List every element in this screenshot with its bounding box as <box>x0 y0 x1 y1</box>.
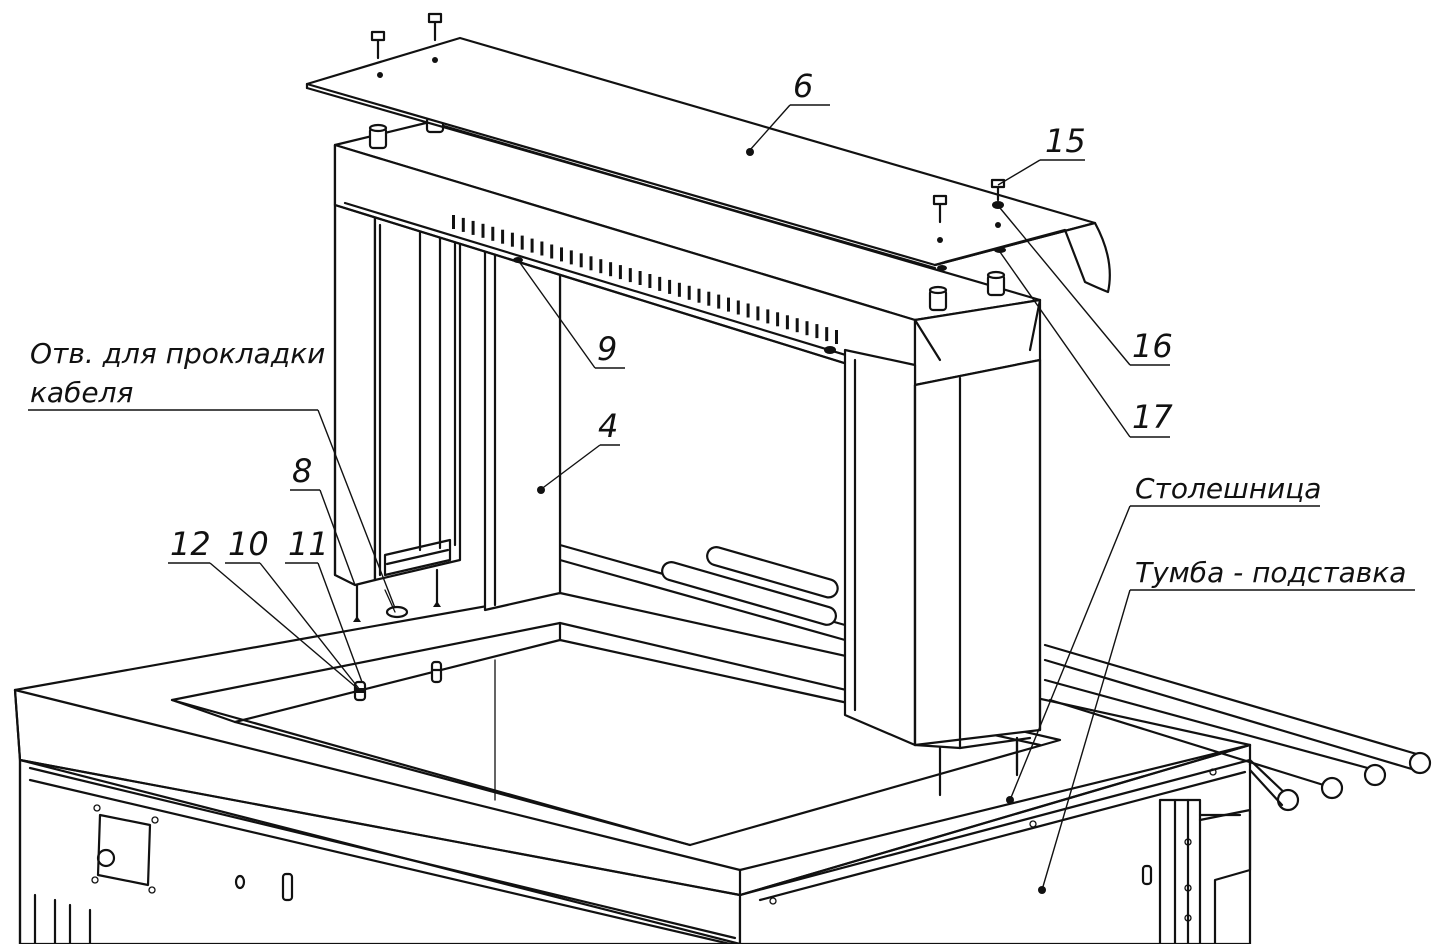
vent-slot <box>727 297 730 312</box>
callout-12: 12 <box>170 525 211 563</box>
vent-slot <box>825 327 829 342</box>
vent-slot <box>648 274 652 288</box>
callout-9: 9 <box>597 330 617 368</box>
vent-slot <box>628 268 632 283</box>
labels: 6 15 16 17 9 4 8 12 10 11 Отв. для прокл… <box>30 67 1406 589</box>
callout-8: 8 <box>292 452 312 490</box>
stand-body <box>18 758 1252 944</box>
vent-slot <box>609 262 613 277</box>
vent-slot <box>736 300 740 315</box>
vent-slot <box>569 250 573 265</box>
vent-slot <box>658 276 662 291</box>
vent-slot <box>618 265 622 280</box>
vent-slot <box>599 259 603 274</box>
vent-slot <box>501 229 505 244</box>
right-column <box>843 348 1042 797</box>
vent-slot <box>707 291 711 306</box>
callout-6: 6 <box>793 67 813 105</box>
cable-hole-label-line1: Отв. для прокладки <box>30 337 325 370</box>
vent-slot <box>805 321 809 336</box>
vent-slot <box>579 253 583 268</box>
vent-slot <box>481 223 485 238</box>
tabletop <box>13 591 1252 905</box>
vent-slot <box>677 282 681 297</box>
vent-slots <box>452 215 838 344</box>
vent-slot <box>491 226 495 241</box>
rear-rails <box>1043 643 1432 812</box>
callout-4: 4 <box>598 407 618 445</box>
vent-slot <box>717 294 721 309</box>
stand-label: Тумба - подставка <box>1135 556 1406 589</box>
vent-slot <box>540 241 544 256</box>
vent-slot <box>461 217 465 232</box>
vent-slot <box>530 238 534 253</box>
leader-lines <box>28 104 1415 894</box>
callout-17: 17 <box>1132 398 1173 436</box>
vent-slot <box>638 271 642 285</box>
vent-slot <box>550 244 554 259</box>
callout-15: 15 <box>1045 122 1086 160</box>
tabletop-label: Столешница <box>1135 472 1321 505</box>
top-cover <box>305 12 1111 294</box>
vent-slot <box>756 306 760 321</box>
vent-slot <box>589 256 593 271</box>
vent-slot <box>697 288 701 303</box>
vent-slot <box>785 315 789 330</box>
callout-16: 16 <box>1132 327 1173 365</box>
left-column <box>333 143 462 702</box>
vent-slot <box>815 324 819 339</box>
vent-slot <box>452 215 455 229</box>
cable-hole-label-line2: кабеля <box>30 376 133 409</box>
vent-slot <box>520 235 524 250</box>
vent-slot <box>471 220 475 235</box>
vent-slot <box>510 232 514 247</box>
front-left-panel <box>483 248 562 612</box>
vent-slot <box>795 318 799 333</box>
vent-slot <box>560 247 563 262</box>
callout-11: 11 <box>288 525 329 563</box>
vent-slot <box>766 309 770 324</box>
vent-slot <box>746 303 750 318</box>
vent-slot <box>776 312 780 327</box>
callout-10: 10 <box>228 525 269 563</box>
top-frame <box>333 116 1042 387</box>
vent-slot <box>687 285 691 300</box>
vent-slot <box>835 330 838 344</box>
vent-slot <box>668 279 672 294</box>
